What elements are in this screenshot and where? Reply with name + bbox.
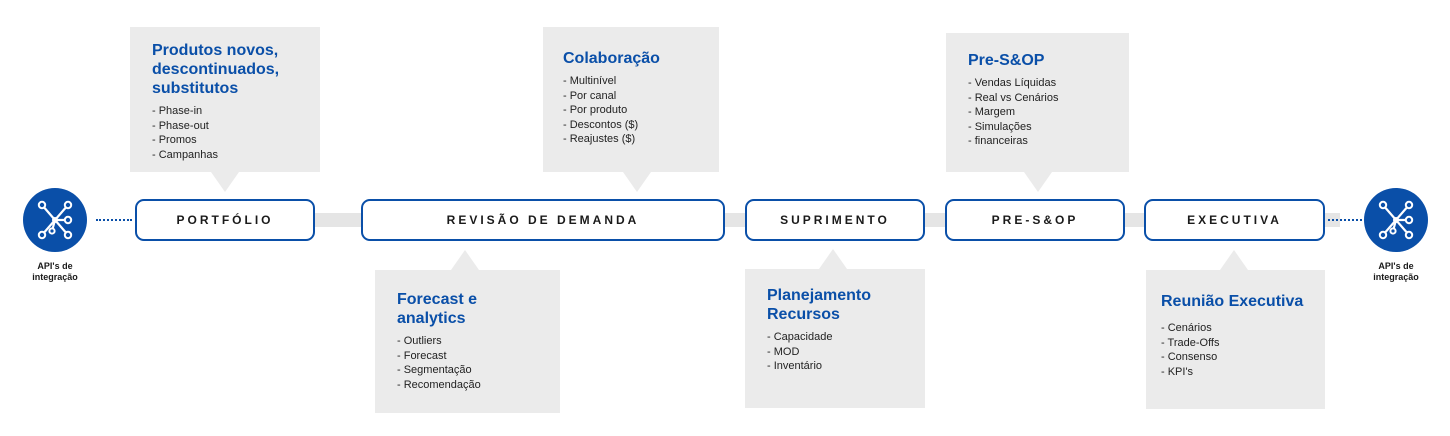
network-hub-icon — [37, 200, 73, 240]
callout-colaboracao: Colaboração - Multinível - Por canal - P… — [543, 27, 719, 172]
list-item: - Recomendação — [397, 378, 481, 391]
api-label-left: API's de integração — [10, 261, 100, 283]
stage-revisao-de-demanda: REVISÃO DE DEMANDA — [361, 199, 725, 241]
list-item: - Simulações — [968, 120, 1032, 133]
callout-produtos-title-line: Produtos novos, — [152, 42, 279, 59]
callout-reuniao-pointer — [1220, 250, 1248, 270]
list-item: - Por canal — [563, 89, 617, 102]
callout-forecast-list: - Outliers - Forecast - Segmentação - Re… — [397, 334, 540, 392]
callout-planejamento: Planejamento Recursos - Capacidade - MOD… — [745, 269, 925, 408]
list-item: - Phase-in — [152, 105, 203, 117]
list-item: - Promos — [152, 134, 197, 146]
api-label-right-line2: integração — [1373, 272, 1419, 282]
stage-suprimento: SUPRIMENTO — [745, 199, 925, 241]
list-item: - Reajustes ($) — [563, 133, 636, 145]
callout-presop-list: - Vendas Líquidas - Real vs Cenários - M… — [968, 76, 1109, 149]
callout-forecast-pointer — [451, 250, 479, 270]
list-item: - Trade-Offs — [1161, 336, 1220, 349]
callout-reuniao-list: - Cenários - Trade-Offs - Consenso - KPI… — [1161, 321, 1305, 379]
list-item: - Multinível — [563, 75, 617, 87]
right-dotted-connector — [1328, 219, 1362, 221]
callout-planejamento-pointer — [819, 249, 847, 269]
callout-produtos-title-line: substitutos — [152, 80, 239, 97]
list-item: - Consenso — [1161, 351, 1218, 363]
callout-produtos-pointer — [211, 172, 239, 192]
list-item: - Cenários — [1161, 322, 1212, 334]
callout-forecast-title-line: Forecast e — [397, 291, 478, 308]
api-label-left-line2: integração — [32, 272, 78, 282]
callout-colaboracao-title: Colaboração — [563, 50, 660, 67]
list-item: - MOD — [767, 345, 800, 358]
api-hub-right — [1364, 188, 1428, 252]
list-item: - Segmentação — [397, 364, 472, 376]
callout-presop-pointer — [1024, 172, 1052, 192]
list-item: - Real vs Cenários — [968, 91, 1059, 104]
callout-produtos-title: Produtos novos, descontinuados, substitu… — [152, 41, 300, 98]
list-item: - financeiras — [968, 135, 1028, 147]
callout-planejamento-title-line: Recursos — [767, 306, 840, 323]
list-item: - Capacidade — [767, 331, 833, 343]
callout-planejamento-title-line: Planejamento — [767, 287, 872, 304]
stage-executiva: EXECUTIVA — [1144, 199, 1325, 241]
list-item: - Por produto — [563, 104, 628, 116]
callout-produtos-title-line: descontinuados, — [152, 61, 280, 78]
callout-produtos-list: - Phase-in - Phase-out - Promos - Campan… — [152, 104, 300, 162]
list-item: - Descontos ($) — [563, 118, 639, 131]
callout-colaboracao-list: - Multinível - Por canal - Por produto -… — [563, 74, 699, 147]
left-dotted-connector — [96, 219, 132, 221]
api-hub-left — [23, 188, 87, 252]
callout-reuniao-title: Reunião Executiva — [1161, 293, 1304, 310]
list-item: - Inventário — [767, 360, 823, 372]
callout-forecast-title: Forecast e analytics — [397, 290, 540, 328]
stage-portfolio: PORTFÓLIO — [135, 199, 315, 241]
callout-planejamento-title: Planejamento Recursos — [767, 286, 905, 324]
list-item: - Outliers — [397, 335, 442, 347]
api-label-right-line1: API's de — [1378, 261, 1414, 271]
callout-reuniao: Reunião Executiva - Cenários - Trade-Off… — [1146, 270, 1325, 409]
callout-colaboracao-pointer — [623, 172, 651, 192]
list-item: - Forecast — [397, 349, 447, 362]
list-item: - Vendas Líquidas — [968, 77, 1057, 89]
api-label-left-line1: API's de — [37, 261, 73, 271]
list-item: - Phase-out — [152, 119, 209, 132]
callout-forecast-title-line: analytics — [397, 310, 466, 327]
list-item: - Campanhas — [152, 148, 219, 161]
callout-planejamento-list: - Capacidade - MOD - Inventário — [767, 330, 905, 374]
callout-presop: Pre-S&OP - Vendas Líquidas - Real vs Cen… — [946, 33, 1129, 172]
api-label-right: API's de integração — [1351, 261, 1441, 283]
network-hub-icon — [1378, 200, 1414, 240]
list-item: - KPI's — [1161, 365, 1194, 378]
stage-pre-sop: PRE-S&OP — [945, 199, 1125, 241]
callout-forecast: Forecast e analytics - Outliers - Foreca… — [375, 270, 560, 413]
callout-produtos: Produtos novos, descontinuados, substitu… — [130, 27, 320, 172]
callout-presop-title: Pre-S&OP — [968, 52, 1045, 69]
list-item: - Margem — [968, 106, 1016, 118]
